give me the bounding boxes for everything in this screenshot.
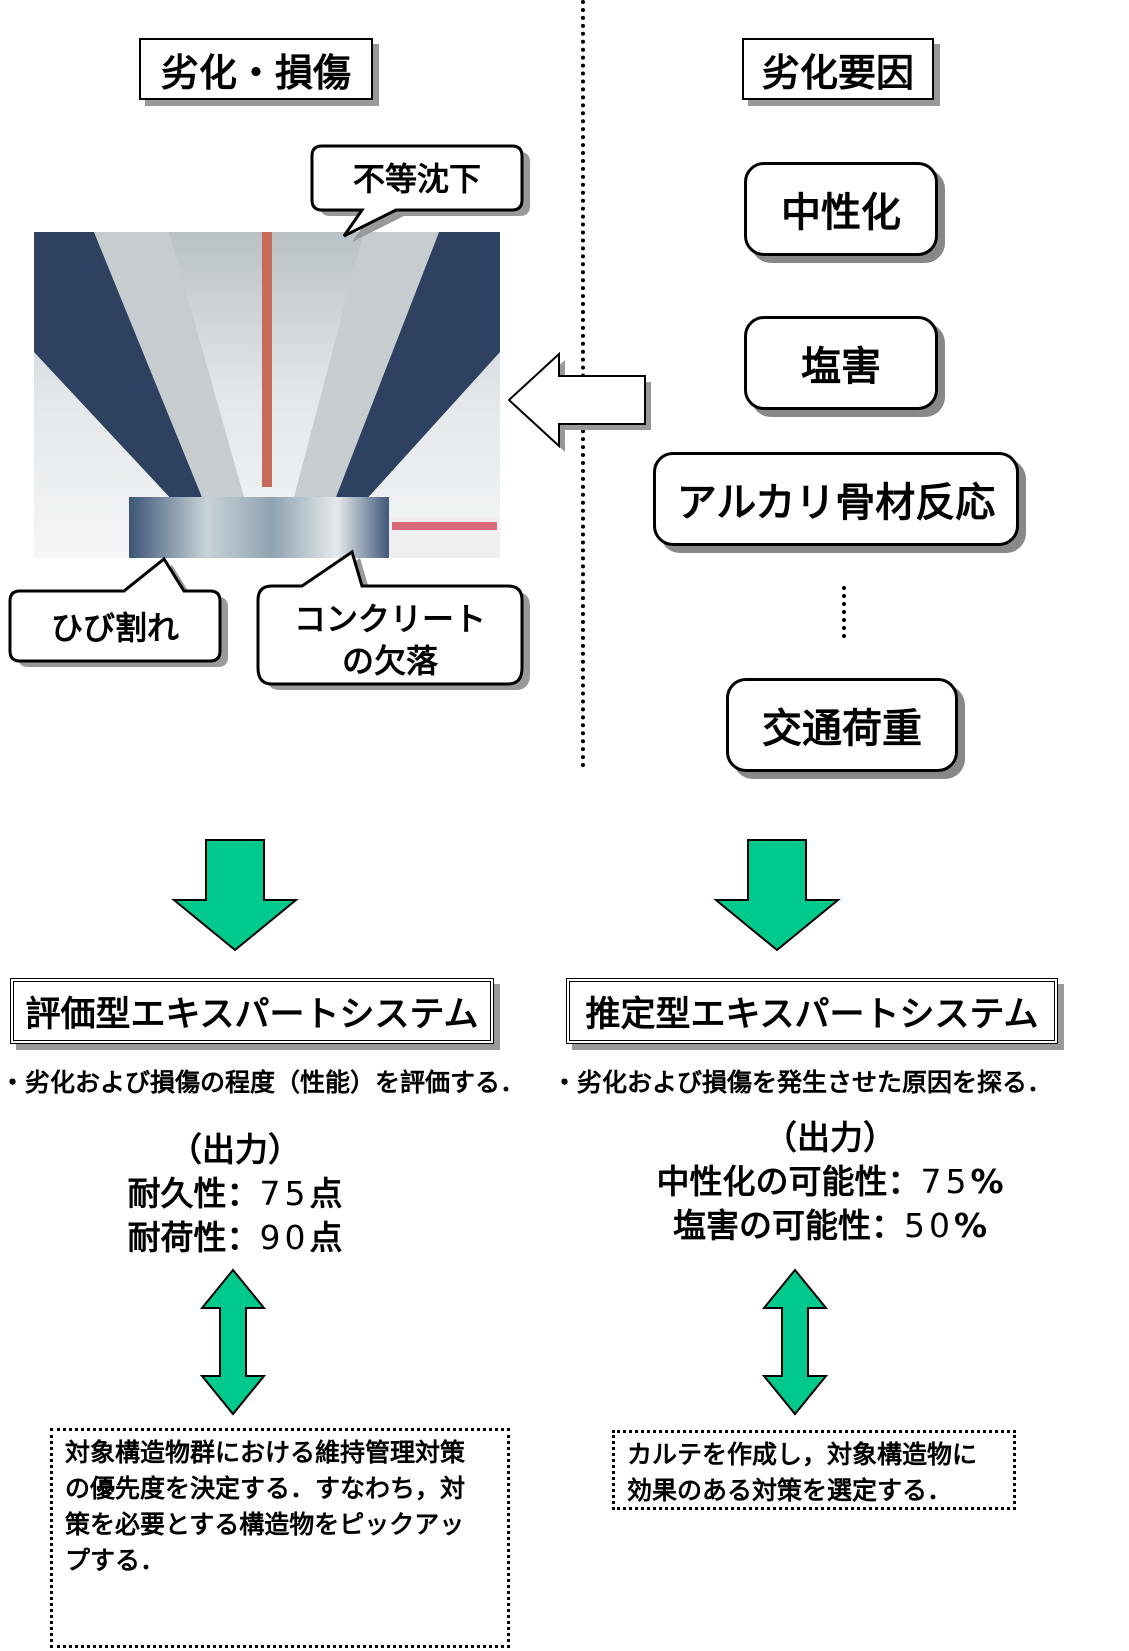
load-capacity-unit: 点 [309, 1218, 343, 1257]
evaluation-note-line: 策を必要とする構造物をピックアッ [65, 1510, 465, 1539]
estimation-output: （出力） 中性化の可能性：75% 塩害の可能性：50% [600, 1116, 1060, 1248]
green-double-arrow-right [761, 1268, 829, 1416]
evaluation-note-line: 対象構造物群における維持管理対策 [65, 1438, 466, 1467]
evaluation-note: 対象構造物群における維持管理対策 の優先度を決定する．すなわち，対 策を必要とす… [50, 1428, 510, 1648]
durability-unit: 点 [309, 1174, 343, 1213]
load-capacity-label: 耐荷性： [127, 1218, 260, 1257]
salt-damage-probability-value: 50 [903, 1206, 954, 1245]
spalling-callout-line1: コンクリート [293, 600, 486, 638]
factor-traffic-load-label: 交通荷重 [762, 706, 922, 752]
estimation-note: カルテを作成し，対象構造物に 効果のある対策を選定する． [612, 1430, 1016, 1510]
factor-salt-damage-label: 塩害 [801, 344, 881, 390]
durability-label: 耐久性： [127, 1174, 260, 1213]
estimation-note-line: カルテを作成し，対象構造物に [627, 1440, 978, 1469]
estimation-output-heading: （出力） [764, 1118, 896, 1157]
load-capacity-value: 90 [259, 1218, 310, 1257]
evaluation-output: （出力） 耐久性：75点 耐荷性：90点 [60, 1128, 410, 1260]
factor-title-text: 劣化要因 [761, 50, 914, 95]
bridge-photo [34, 232, 500, 558]
estimation-description: ・劣化および損傷を発生させた原因を探る． [552, 1068, 1053, 1097]
load-capacity-row: 耐荷性：90点 [60, 1216, 410, 1260]
damage-title-text: 劣化・損傷 [160, 50, 351, 95]
estimation-note-line: 効果のある対策を選定する． [627, 1476, 953, 1505]
green-down-arrow-right [713, 839, 841, 952]
carbonation-probability-unit: % [970, 1162, 1004, 1201]
estimation-system-label: 推定型エキスパートシステム [585, 994, 1039, 1035]
factor-salt-damage: 塩害 [744, 316, 938, 410]
settlement-callout-shape [310, 144, 530, 242]
factor-ellipsis [842, 586, 846, 638]
factor-traffic-load: 交通荷重 [726, 678, 958, 772]
factor-carbonation-label: 中性化 [781, 190, 901, 236]
green-down-arrow-left [171, 839, 299, 952]
carbonation-probability-value: 75 [920, 1162, 971, 1201]
evaluation-note-line: の優先度を決定する．すなわち，対 [65, 1474, 466, 1503]
crack-callout: ひび割れ [50, 609, 179, 647]
green-double-arrow-left [199, 1268, 267, 1416]
salt-damage-probability-unit: % [953, 1206, 988, 1245]
evaluation-system-label: 評価型エキスパートシステム [25, 994, 479, 1035]
evaluation-output-heading: （出力） [169, 1130, 301, 1169]
carbonation-probability-row: 中性化の可能性：75% [600, 1160, 1060, 1204]
durability-row: 耐久性：75点 [60, 1172, 410, 1216]
damage-title: 劣化・損傷 [139, 38, 373, 100]
spalling-callout: コンクリート の欠落 [258, 598, 522, 682]
factor-carbonation: 中性化 [744, 162, 938, 256]
spalling-callout-line2: の欠落 [341, 642, 438, 680]
durability-value: 75 [259, 1174, 310, 1213]
factor-alkali-aggregate-label: アルカリ骨材反応 [676, 480, 996, 526]
crack-callout-shape [8, 556, 228, 667]
hollow-left-arrow [507, 351, 651, 452]
salt-damage-probability-row: 塩害の可能性：50% [600, 1204, 1060, 1248]
evaluation-system-box: 評価型エキスパートシステム [10, 978, 494, 1044]
carbonation-probability-label: 中性化の可能性： [656, 1162, 921, 1201]
factor-alkali-aggregate: アルカリ骨材反応 [653, 452, 1019, 546]
evaluation-description: ・劣化および損傷の程度（性能）を評価する． [0, 1068, 526, 1097]
salt-damage-probability-label: 塩害の可能性： [672, 1206, 904, 1245]
evaluation-note-line: プする． [65, 1546, 166, 1575]
factor-title: 劣化要因 [742, 38, 934, 100]
settlement-callout: 不等沈下 [352, 160, 481, 198]
spalling-callout-shape [256, 549, 530, 690]
estimation-system-box: 推定型エキスパートシステム [566, 978, 1058, 1044]
